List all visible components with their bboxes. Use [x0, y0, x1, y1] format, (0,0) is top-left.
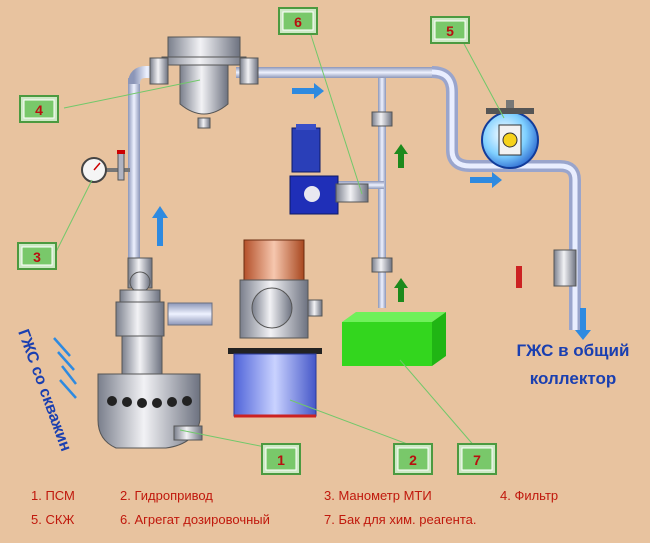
legend: 1. ПСМ 2. Гидропривод 3. Манометр МТИ 4.…: [31, 488, 558, 527]
pressure-gauge: [81, 150, 130, 183]
callout-5: 5: [430, 16, 470, 44]
legend-item-2: 2. Гидропривод: [120, 488, 213, 503]
inflow-label: ГЖС со скважин: [14, 327, 74, 454]
callout-label-7: 7: [473, 452, 481, 468]
callout-label-1: 1: [277, 452, 285, 468]
legend-item-7: 7. Бак для хим. реагента.: [324, 512, 476, 527]
legend-item-6: 6. Агрегат дозировочный: [120, 512, 270, 527]
outflow-label-line1: ГЖС в общий: [517, 341, 630, 360]
legend-item-1: 1. ПСМ: [31, 488, 75, 503]
reagent-tank: [342, 312, 446, 366]
flow-arrows: [53, 83, 591, 399]
callout-label-2: 2: [409, 452, 417, 468]
valves: [371, 111, 577, 288]
outflow-label-line2: коллектор: [530, 369, 616, 388]
callout-label-6: 6: [294, 14, 302, 30]
callout-4: 4: [19, 95, 59, 123]
filter-unit: [149, 36, 259, 129]
legend-item-3: 3. Манометр МТИ: [324, 488, 432, 503]
callout-1: 1: [261, 443, 301, 475]
leader-lines: [55, 31, 505, 449]
callout-2: 2: [393, 443, 433, 475]
skj-separator: [481, 100, 539, 169]
psm-unit: [97, 257, 203, 449]
callout-6: 6: [278, 7, 318, 35]
hydraulic-drive: [228, 239, 323, 418]
legend-item-5: 5. СКЖ: [31, 512, 74, 527]
callout-label-5: 5: [446, 23, 454, 39]
callout-7: 7: [457, 443, 497, 475]
psm-ports: [107, 396, 192, 408]
legend-item-4: 4. Фильтр: [500, 488, 558, 503]
dosing-unit: [289, 124, 369, 215]
callout-label-3: 3: [33, 249, 41, 265]
callout-3: 3: [17, 242, 57, 270]
callout-label-4: 4: [35, 102, 43, 118]
